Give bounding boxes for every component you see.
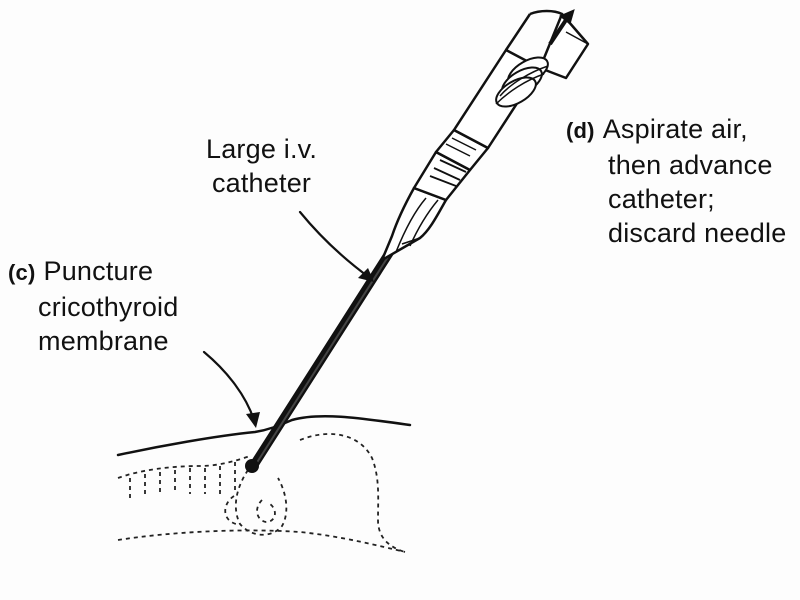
skin-surface-line — [116, 414, 412, 457]
step-d-tag: (d) — [566, 118, 595, 143]
step-c-tag: (c) — [8, 260, 36, 285]
step-c-line-3: membrane — [38, 326, 169, 356]
syringe-plunger — [495, 56, 549, 108]
catheter-leader-arrowhead — [358, 268, 374, 282]
arrow-up-right-icon — [548, 9, 575, 46]
puncture-leader-line — [202, 350, 256, 422]
step-d-line-2: then advance — [608, 150, 773, 180]
step-c-line-1: Puncture — [43, 256, 154, 286]
trachea-outline — [117, 433, 406, 553]
step-d-label: (d)Aspirate air, then advance catheter; … — [566, 112, 786, 250]
catheter-label: Large i.v. catheter — [206, 132, 317, 200]
step-d-line-1: Aspirate air, — [602, 114, 748, 144]
step-d-line-4: discard needle — [608, 218, 787, 248]
luer-connector — [412, 128, 490, 202]
step-d-line-3: catheter; — [608, 184, 715, 214]
catheter-shaft — [245, 231, 405, 473]
catheter-hub — [380, 186, 448, 262]
step-c-line-2: cricothyroid — [38, 292, 179, 322]
step-c-label: (c) Puncture cricothyroid membrane — [8, 254, 178, 358]
catheter-label-line-2: catheter — [211, 168, 312, 198]
catheter-label-line-1: Large i.v. — [206, 134, 318, 164]
puncture-leader-arrowhead — [246, 412, 260, 428]
catheter-leader-line — [298, 210, 372, 280]
